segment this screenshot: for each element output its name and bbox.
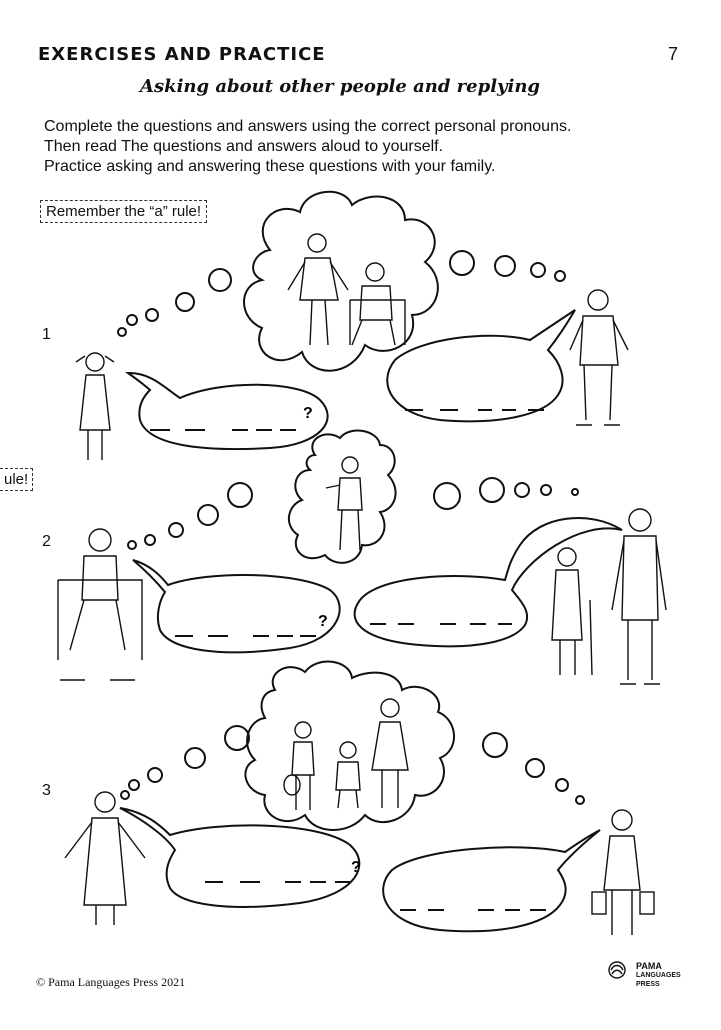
instruction-line: Practice asking and answering these ques…: [44, 158, 496, 175]
thought-bubbles: [127, 477, 579, 550]
publisher-logo-mark: [608, 961, 626, 979]
thought-cloud-children: [244, 660, 455, 831]
page-number: 7: [668, 44, 679, 64]
speech-bubble-answer: [386, 309, 576, 423]
grandmother-figure: [287, 233, 349, 346]
man-figure-strong: [569, 289, 629, 426]
question-mark: ?: [303, 405, 313, 422]
girl-figure: [75, 352, 115, 460]
thought-cloud-boy: [287, 429, 397, 564]
reminder-box: Remember the “a” rule!: [40, 200, 208, 223]
grandfather-figure: [349, 262, 406, 346]
exercise-number: 2: [42, 533, 51, 550]
instruction-line: Then read The questions and answers alou…: [44, 138, 444, 155]
question-mark: ?: [318, 613, 328, 630]
speech-bubble-question: ?: [119, 807, 361, 908]
question-mark: ?: [351, 859, 361, 876]
speech-bubble-question: ?: [125, 371, 329, 451]
boy-figure: [325, 456, 363, 551]
logo-line: PRESS: [636, 981, 660, 988]
exercise-number: 1: [42, 326, 51, 343]
child-with-guitar-figure: [283, 721, 315, 810]
old-man-seated-figure: [57, 528, 143, 681]
grandmother-figure: [64, 791, 146, 925]
old-woman-figure: [551, 547, 593, 676]
thought-cloud-grandparents: [243, 190, 439, 372]
exercise-number: 3: [42, 782, 51, 799]
thought-bubbles: [120, 725, 585, 805]
girl-figure: [371, 698, 409, 808]
section-title: EXERCISES AND PRACTICE: [38, 44, 326, 65]
speech-bubble-question: ?: [132, 559, 341, 654]
instruction-line: Complete the questions and answers using…: [44, 118, 572, 135]
logo-line: LANGUAGES: [636, 972, 681, 979]
publisher-logo-text: PAMA LANGUAGES PRESS: [636, 962, 696, 989]
speech-bubble-answer: [353, 517, 623, 648]
baby-figure: [335, 741, 361, 809]
speech-bubble-answer: [382, 829, 601, 933]
page-subtitle: Asking about other people and replying: [140, 76, 540, 97]
thought-bubbles: [117, 250, 566, 337]
tall-man-figure: [611, 508, 667, 685]
shopping-woman-figure: [591, 809, 655, 935]
edge-reminder-fragment: ule!: [0, 468, 34, 491]
copyright-notice: © Pama Languages Press 2021: [36, 975, 186, 989]
logo-line: PAMA: [636, 961, 662, 971]
